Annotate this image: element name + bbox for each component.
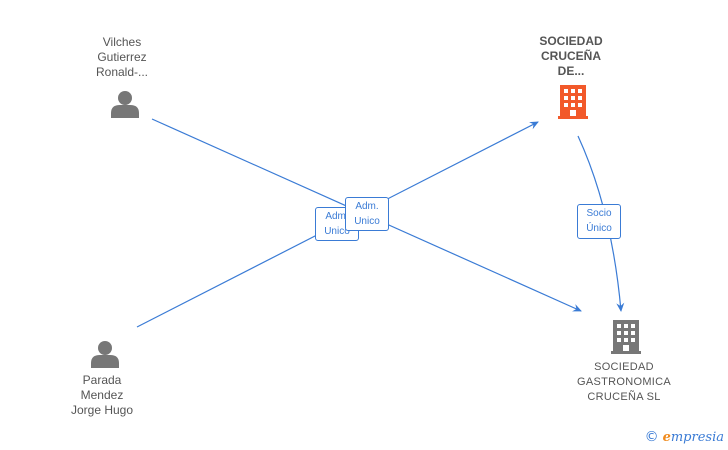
label-line: DE...	[557, 64, 585, 78]
building-icon[interactable]	[558, 85, 588, 119]
label-line: Mendez	[80, 388, 124, 402]
label-line: Parada	[82, 373, 122, 387]
node-label-company-bottom[interactable]: SOCIEDAD GASTRONOMICA CRUCEÑA SL	[559, 360, 689, 405]
edge-label-line: Adm.	[355, 201, 379, 212]
edge-label-line: Unico	[324, 226, 350, 237]
copyright-icon: ©	[644, 429, 659, 445]
brand-watermark: ©empresia	[645, 429, 724, 445]
person-icon[interactable]	[91, 341, 119, 368]
label-line: CRUCEÑA SL	[587, 391, 661, 403]
label-line: CRUCEÑA	[541, 49, 601, 63]
label-line: Ronald-...	[95, 65, 149, 79]
edge-label-line: Adm.	[325, 211, 349, 222]
node-label-company-top[interactable]: SOCIEDAD CRUCEÑA DE...	[506, 34, 636, 79]
label-line: SOCIEDAD	[539, 34, 603, 48]
edge-label-adm-unico[interactable]: Adm. Unico	[345, 197, 389, 231]
edge-label-socio-unico[interactable]: Socio Único	[577, 204, 621, 239]
node-label-person-bottom[interactable]: Parada Mendez Jorge Hugo	[37, 373, 167, 418]
person-icon[interactable]	[111, 91, 139, 118]
label-line: Vilches	[102, 35, 142, 49]
node-label-person-top[interactable]: Vilches Gutierrez Ronald-...	[57, 35, 187, 80]
brand-logo-letter: e	[662, 430, 671, 445]
building-icon[interactable]	[611, 320, 641, 354]
label-line: Gutierrez	[97, 50, 147, 64]
edge-label-line: Único	[586, 223, 612, 234]
label-line: SOCIEDAD	[594, 361, 654, 373]
edge-label-line: Socio	[586, 208, 612, 219]
label-line: Jorge Hugo	[70, 403, 134, 417]
edge-label-line: Unico	[354, 216, 380, 227]
brand-logo-text: mpresia	[670, 430, 724, 445]
label-line: GASTRONOMICA	[576, 376, 672, 388]
